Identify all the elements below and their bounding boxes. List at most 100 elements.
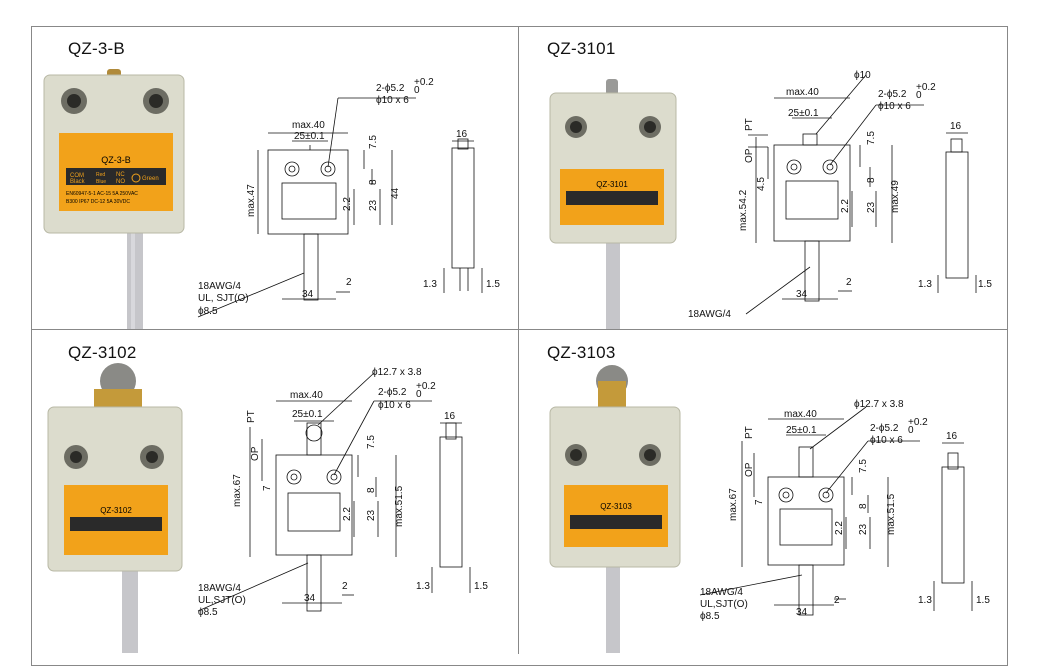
dim-49: max.49 [890,180,901,213]
dim-2-2: 2.2 [342,507,353,521]
dim-hole-tol2: 0 [416,389,422,400]
dim-height: max.54.2 [738,189,749,231]
panel-qz-3102-drawing: QZ-3102 [47,363,488,653]
dim-4-5: 4.5 [756,177,767,191]
front-view-drawing [745,74,924,315]
panel-qz-3103-drawing: QZ-3103 [549,365,990,653]
dim-16: 16 [950,121,962,132]
dim-8: 8 [368,179,379,185]
product-photo: QZ-3102 [47,363,183,653]
dim-hole: 2-ϕ5.2 [870,423,899,434]
dim-plunger: ϕ10 [854,70,871,81]
panel-title: QZ-3101 [547,39,616,58]
cable-spec-2: UL,SJT(O) [700,599,748,610]
dim-pitch: 25±0.1 [292,409,323,420]
dim-op: OP [250,446,261,461]
dim-hole2: ϕ10 x 6 [878,101,911,112]
dim-7: 7 [262,485,273,491]
dim-51-5: max.51.5 [886,493,897,535]
label-row-blue: Blue [96,179,106,185]
dim-16: 16 [946,431,958,442]
dim-16: 16 [456,129,468,140]
panel-qz-3-b: QZ-3-B QZ-3-B COM Black Red Blue NC NO G… [32,27,518,329]
dim-hole: 2-ϕ5.2 [378,387,407,398]
dim-hole-tol: +0.2 [916,82,936,93]
dim-hole2: ϕ10 x 6 [870,435,903,446]
label-row-green: Green [142,176,159,182]
cable-spec-1: 18AWG/4 [700,587,743,598]
label-row-red: Red [96,172,105,178]
dim-1-5: 1.5 [976,595,990,606]
panel-qz-3103: QZ-3103 QZ-3103 [520,331,1006,653]
dim-hole-tol2: 0 [414,85,420,96]
label-row-black: Black [70,179,86,185]
grid-divider-vertical [518,26,519,654]
dim-1-3: 1.3 [423,279,437,290]
label-spec-2: B300 IP67 DC-12 5A 30VDC [66,199,130,205]
dim-width: max.40 [292,120,325,131]
dim-pitch: 25±0.1 [788,108,819,119]
dim-16: 16 [444,411,456,422]
cable-spec-2: UL,SJT(O) [198,595,246,606]
label-row-com: COM [70,173,84,179]
dim-hole-tol: +0.2 [416,381,436,392]
label-model: QZ-3103 [600,502,632,511]
dim-width: max.40 [786,87,819,98]
dim-2: 2 [346,277,352,288]
dim-pt: PT [744,118,755,131]
dim-width: max.40 [784,409,817,420]
dim-1-5: 1.5 [486,279,500,290]
dim-34: 34 [304,593,316,604]
cable-spec-1: 18AWG/4 [688,309,731,320]
dim-height: max.67 [728,488,739,521]
ground-icon [131,173,141,183]
dim-1-5: 1.5 [474,581,488,592]
dim-8: 8 [866,177,877,183]
dim-2: 2 [834,595,840,606]
dim-1-3: 1.3 [918,595,932,606]
panel-title: QZ-3-B [68,39,125,58]
panel-title: QZ-3103 [547,343,616,362]
dim-hole2: ϕ10 x 6 [376,95,409,106]
panel-qz-3101-drawing: QZ-3101 [549,70,992,329]
dim-roller: ϕ12.7 x 3.8 [854,399,904,410]
dim-1-5: 1.5 [978,279,992,290]
panel-qz-3-b-drawing: QZ-3-B COM Black Red Blue NC NO Green EN… [43,69,500,329]
dim-width: max.40 [290,390,323,401]
dim-pitch: 25±0.1 [786,425,817,436]
dim-pitch: 25±0.1 [294,131,325,142]
side-view-drawing [937,132,977,293]
dim-7: 7 [754,499,765,505]
dim-23: 23 [866,201,877,213]
dim-op: OP [744,462,755,477]
dim-7-5: 7.5 [366,435,377,449]
dim-2: 2 [846,277,852,288]
dim-8: 8 [858,503,869,509]
cable-spec-2: UL, SJT(O) [198,293,249,304]
dim-34: 34 [796,607,808,618]
cable-spec-1: 18AWG/4 [198,583,241,594]
dim-hole-tol2: 0 [908,425,914,436]
front-view-drawing [699,406,920,616]
dim-8: 8 [366,487,377,493]
dim-pt: PT [744,426,755,439]
dim-hole-tol: +0.2 [414,77,434,88]
label-row-no: NO [116,179,125,185]
dim-2-2: 2.2 [342,197,353,211]
dim-23: 23 [368,199,379,211]
dim-2-2: 2.2 [834,521,845,535]
dim-hole-tol2: 0 [916,90,922,101]
cable-spec-3: ϕ8.5 [198,607,218,618]
cable-spec-1: 18AWG/4 [198,281,241,292]
dim-44: 44 [390,187,401,199]
product-photo: QZ-3101 [549,79,677,329]
panel-title: QZ-3102 [68,343,137,362]
label-row-nc: NC [116,172,125,178]
dim-51-5: max.51.5 [394,485,405,527]
dim-hole-tol: +0.2 [908,417,928,428]
panel-qz-3101: QZ-3101 QZ-3101 [520,27,1006,329]
panel-qz-3102: QZ-3102 QZ-3102 [32,331,518,653]
label-model: QZ-3-B [101,155,131,165]
dim-op: OP [744,148,755,163]
side-view-drawing [933,442,973,611]
